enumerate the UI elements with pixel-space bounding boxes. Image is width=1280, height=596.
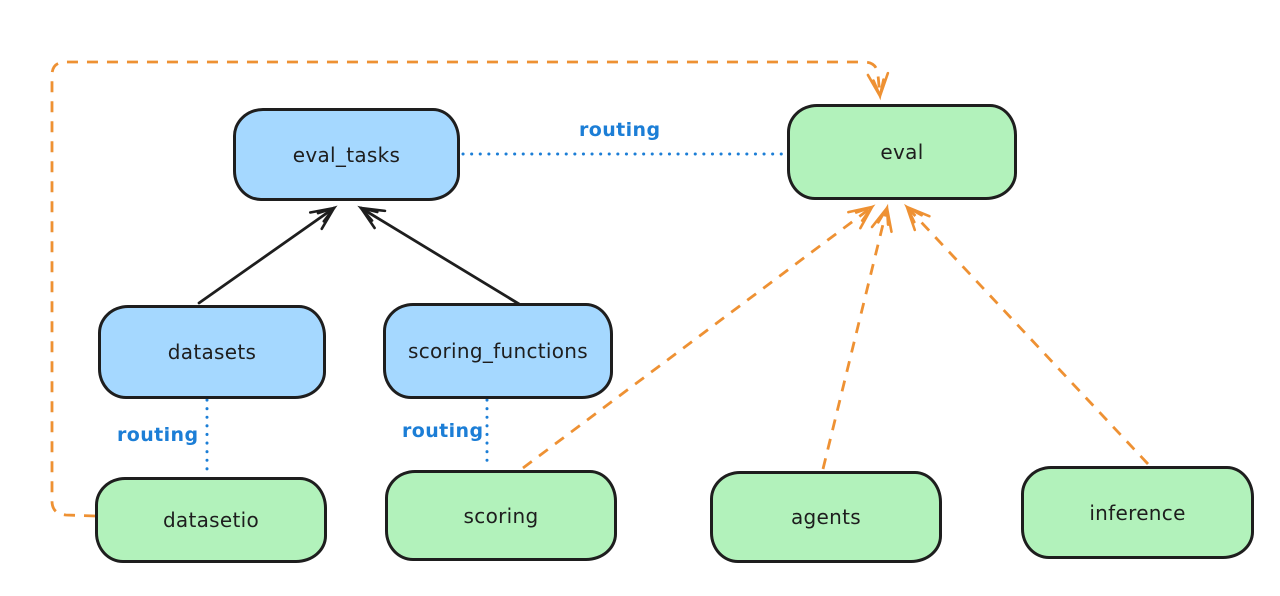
edge-label-routing-eval-tasks-eval: routing — [579, 119, 661, 141]
edge-label-routing-scoring-functions-scoring: routing — [402, 420, 484, 442]
edge-scoring-functions-to-eval-tasks — [357, 205, 521, 306]
node-datasetio: datasetio — [95, 477, 327, 563]
node-label: datasets — [167, 340, 257, 364]
edge-agents-to-eval — [821, 203, 893, 470]
node-agents: agents — [710, 471, 942, 563]
node-label: inference — [1089, 500, 1186, 525]
node-eval: eval — [787, 104, 1017, 200]
node-label: agents — [791, 505, 861, 529]
node-label: scoring — [463, 503, 539, 528]
node-label: eval — [880, 140, 924, 164]
edge-inference-to-eval — [904, 203, 1150, 465]
edge-label-routing-datasets-datasetio: routing — [117, 424, 199, 446]
node-label: scoring_functions — [407, 339, 589, 363]
node-label: eval_tasks — [292, 142, 401, 167]
edge-datasetio-to-eval — [50, 60, 890, 518]
node-label: datasetio — [162, 508, 260, 532]
node-scoring-functions: scoring_functions — [383, 303, 613, 399]
node-inference: inference — [1021, 466, 1254, 559]
node-datasets: datasets — [98, 305, 326, 399]
edge-scoring-to-eval — [522, 204, 876, 470]
node-eval-tasks: eval_tasks — [233, 108, 460, 201]
edge-datasets-to-eval-tasks — [197, 205, 338, 305]
node-scoring: scoring — [385, 470, 617, 561]
